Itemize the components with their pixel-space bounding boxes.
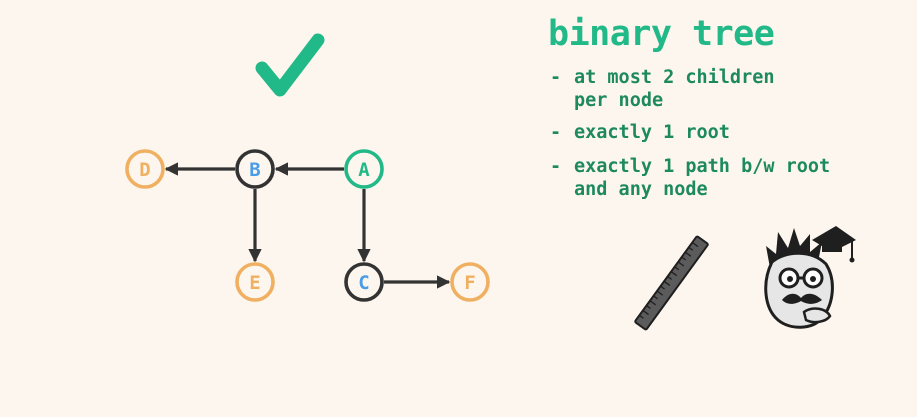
tree-nodes: A B C D E F <box>125 149 490 302</box>
node-D: D <box>125 149 165 189</box>
node-B: B <box>235 149 275 189</box>
professor-mascot-icon <box>764 226 856 329</box>
graduation-cap-icon <box>812 226 856 263</box>
bullet-item: - at most 2 children per node <box>550 66 830 112</box>
bullet-text: exactly 1 root <box>574 122 730 143</box>
bullet-list: - at most 2 children per node - exactly … <box>550 66 830 212</box>
ruler-icon <box>634 235 709 331</box>
node-circle <box>235 262 275 302</box>
node-circle <box>235 149 275 189</box>
node-circle <box>450 262 490 302</box>
node-label: A <box>358 159 370 181</box>
node-circle <box>344 149 384 189</box>
node-C: C <box>344 262 384 302</box>
mascot-mustache <box>782 293 822 304</box>
node-label: B <box>249 159 260 181</box>
node-label: C <box>358 272 369 294</box>
node-E: E <box>235 262 275 302</box>
node-F: F <box>450 262 490 302</box>
node-A: A <box>344 149 384 189</box>
node-label: F <box>464 272 475 294</box>
node-label: D <box>139 159 150 181</box>
node-circle <box>125 149 165 189</box>
mascot-hand <box>802 307 832 324</box>
bullet-item: - exactly 1 root <box>550 121 830 144</box>
slide-title: binary tree <box>548 14 775 54</box>
bullet-dash: - <box>550 122 562 143</box>
bullet-text: at most 2 children per node <box>574 67 775 111</box>
node-label: E <box>249 272 260 294</box>
bullet-text: exactly 1 path b/w root and any node <box>574 156 831 200</box>
node-circle <box>344 262 384 302</box>
bullet-dash: - <box>550 156 562 177</box>
check-mark-icon <box>255 33 325 97</box>
bullet-dash: - <box>550 67 562 88</box>
tree-edges <box>164 162 451 289</box>
bullet-item: - exactly 1 path b/w root and any node <box>550 155 830 201</box>
